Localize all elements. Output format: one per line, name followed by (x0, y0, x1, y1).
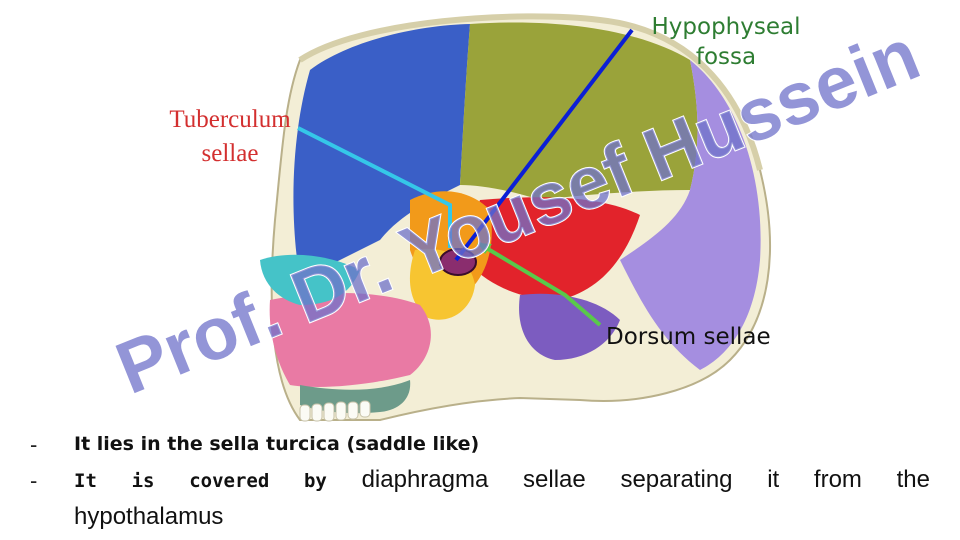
bullet-2-word: covered (189, 470, 270, 492)
tuberculum-sellae-label: Tuberculum sellae (140, 103, 320, 171)
bullet-2-word: diaphragma (361, 466, 489, 493)
tuberculum-sellae-label-line1: Tuberculum (169, 106, 291, 133)
dorsum-pointer (476, 241, 602, 327)
tuberculum-pointer (297, 126, 452, 248)
dorsum-pointer-arrowhead (478, 243, 492, 254)
hypophyseal-fossa-label-line1: Hypophyseal (651, 14, 801, 40)
hypophyseal-fossa-label-line2: fossa (695, 44, 757, 70)
bullet-2-text: It is covered by diaphragma sellae separ… (74, 466, 930, 494)
skull-rim-line (298, 13, 763, 171)
temporal-bone (470, 197, 640, 300)
frontal-bone (293, 24, 470, 280)
maxilla (269, 293, 431, 387)
hypophyseal-pointer (454, 28, 634, 262)
ethmoid-bone (260, 254, 360, 305)
bullet-2-word: by (303, 470, 327, 492)
bullet-2-word: is (131, 470, 155, 492)
bullet-2-word: It (74, 470, 97, 492)
parietal-bone (460, 22, 698, 200)
tuberculum-sellae-label-line2: sellae (201, 140, 259, 167)
bullet-2-word: it (767, 466, 780, 493)
bullet-2-word: the (896, 466, 930, 493)
bullet-2-continuation: hypothalamus (74, 503, 224, 530)
occipital-bone (620, 60, 761, 370)
teeth (299, 400, 371, 422)
bullet-1-marker: - (30, 432, 38, 457)
bullet-2-word: from (813, 466, 862, 493)
occipital-base (519, 293, 620, 360)
dorsum-sellae-label: Dorsum sellae (606, 324, 771, 350)
hypophyseal-fossa-label: Hypophyseal fossa (636, 12, 816, 72)
bullet-2-marker: - (30, 468, 38, 493)
bullet-1-text: It lies in the sella turcica (saddle lik… (74, 433, 480, 455)
bullet-2-word: sellae (523, 466, 586, 493)
sella-turcica (439, 248, 477, 276)
bullet-2-word: separating (620, 466, 733, 493)
